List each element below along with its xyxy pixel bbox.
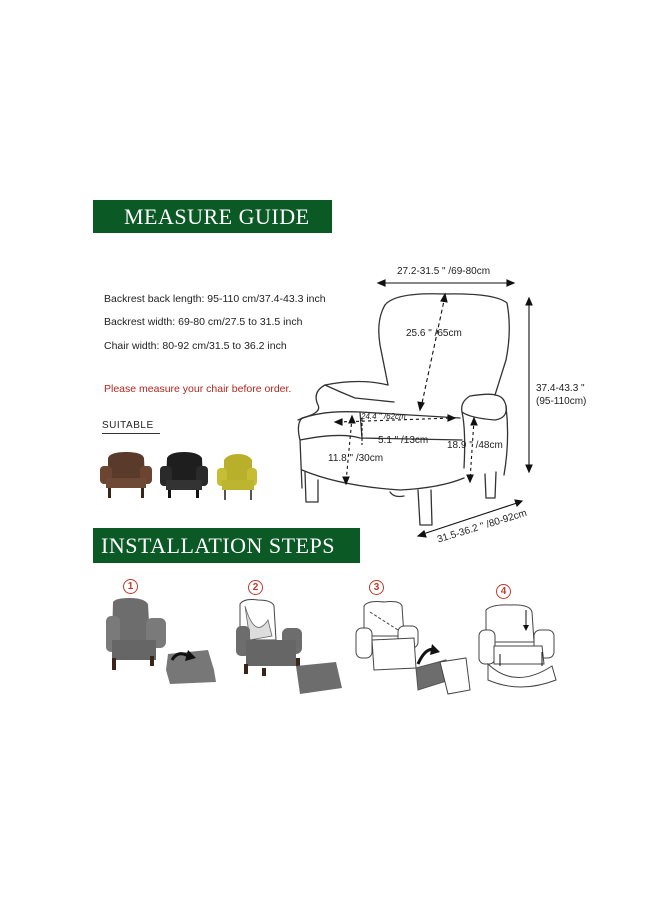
dim-arm-height: 11.8 " /30cm [328, 453, 384, 464]
suitable-underline [102, 433, 160, 434]
step-4-number: 4 [496, 584, 511, 599]
dim-back-length: 25.6 " /65cm [406, 328, 462, 339]
yellow-wingback-chair-image [217, 454, 257, 500]
measure-guide-heading: MEASURE GUIDE [93, 200, 332, 233]
measure-warning: Please measure your chair before order. [104, 383, 292, 395]
spec-chair-width: Chair width: 80-92 cm/31.5 to 36.2 inch [104, 340, 287, 352]
installation-steps-title: INSTALLATION STEPS [101, 532, 335, 558]
suitable-label: SUITABLE [102, 420, 154, 431]
dim-seat-depth: 24.4 " /62cm [361, 412, 406, 421]
spec-backrest-length: Backrest back length: 95-110 cm/37.4-43.… [104, 293, 326, 305]
black-leather-chair-image [160, 452, 208, 498]
dim-cushion-thickness: 5.1 " /13cm [378, 435, 429, 446]
step-1-number: 1 [123, 579, 138, 594]
dim-seat-height: 18.9 " /48cm [447, 440, 503, 451]
brown-wingback-chair-image [100, 452, 152, 498]
step-3-number: 3 [369, 580, 384, 595]
dim-height-inch: 37.4-43.3 " [536, 383, 585, 394]
dim-top-width: 27.2-31.5 " /69-80cm [397, 266, 491, 277]
spec-backrest-width: Backrest width: 69-80 cm/27.5 to 31.5 in… [104, 316, 303, 328]
step-3-illustration [355, 601, 471, 695]
measure-guide-title: MEASURE GUIDE [124, 203, 310, 229]
step-2-number: 2 [248, 580, 263, 595]
step-2-illustration [236, 599, 342, 694]
installation-steps-heading: INSTALLATION STEPS [93, 528, 360, 563]
step-4-illustration [478, 604, 557, 688]
dim-height-cm: (95-110cm) [536, 396, 587, 407]
step-1-illustration [106, 598, 216, 684]
